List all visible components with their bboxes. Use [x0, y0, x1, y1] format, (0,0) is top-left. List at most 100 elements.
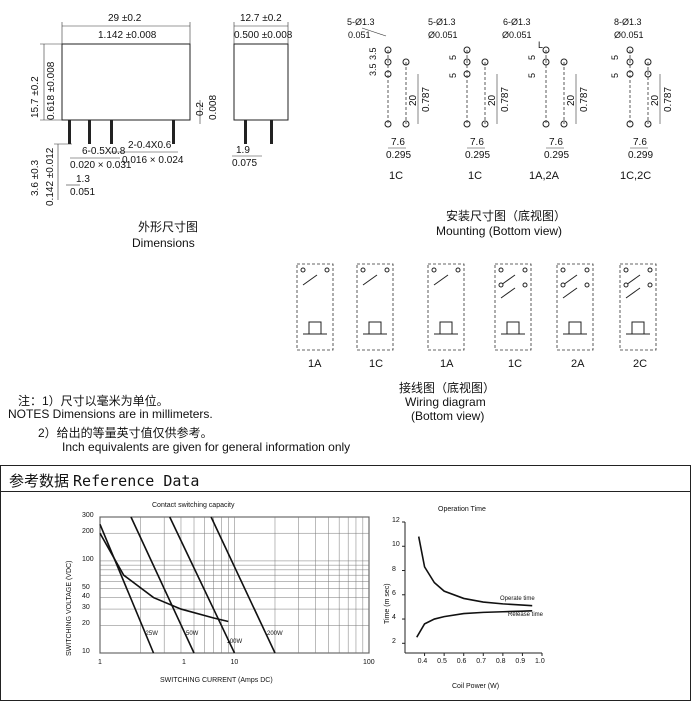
chart1-xtick: 100: [363, 659, 375, 666]
wiring-label-1: 1A: [308, 358, 322, 370]
wiring-label-5: 2A: [571, 358, 585, 370]
mounting-drawing: [361, 27, 661, 149]
note-2-en: Inch equivalents are given for general i…: [62, 440, 351, 454]
mount-4-hole-in: Ø0.051: [614, 30, 644, 40]
wiring-title-cn: 接线图（底视图）: [399, 381, 496, 395]
contact-terminal: [647, 267, 653, 273]
contact-arm: [433, 274, 449, 286]
chart1-ytick: 100: [82, 555, 94, 563]
contact-terminal: [584, 282, 590, 288]
contact-terminal: [560, 267, 566, 273]
dimension-drawing: [40, 22, 289, 200]
coil-symbol: [439, 321, 453, 335]
chart1-ytick: 50: [82, 583, 90, 591]
reference-title-cn: 参考数据: [9, 474, 70, 490]
contact-terminal: [300, 267, 306, 273]
wiring-label-4: 1C: [508, 358, 523, 370]
wiring-outline: [556, 263, 594, 351]
reference-divider: [1, 491, 690, 492]
chart1-grid: [99, 516, 370, 654]
mount-1-holes: 5-Ø1.3: [347, 17, 375, 27]
chart1-series-line: [99, 532, 229, 623]
chart1-series: [99, 516, 276, 654]
chart2-grid: [402, 521, 543, 656]
mount-2-label: 1C: [468, 170, 483, 182]
mounting-title-en: Mounting (Bottom view): [436, 224, 563, 238]
side-pitch-in: 0.075: [232, 158, 258, 169]
contact-arm: [562, 274, 578, 286]
chart1-ytick: 300: [82, 512, 94, 519]
mounting-title-cn: 安装尺寸图（底视图）: [446, 209, 567, 223]
side-width-in: 0.500 ±0.008: [234, 30, 293, 41]
contact-terminal: [522, 282, 528, 288]
contact-terminal: [560, 282, 566, 288]
mount-2-hole-in: Ø0.051: [428, 30, 458, 40]
chart1-series-label: 50W: [186, 631, 199, 637]
mount-4-h-in: 0.299: [628, 150, 654, 161]
contact-terminal: [360, 267, 366, 273]
dimensions-title-cn: 外形尺寸图: [138, 220, 199, 234]
contact-terminal: [498, 282, 504, 288]
chart2-xlabel: Coil Power (W): [452, 683, 500, 690]
chart2-xtick: 0.9: [515, 658, 526, 665]
contact-terminal: [431, 267, 437, 273]
wiring-title-en: Wiring diagram: [405, 395, 486, 409]
contact-arm: [625, 287, 641, 299]
wiring-label-2: 1C: [369, 358, 384, 370]
chart1-ytick: 10: [82, 648, 90, 655]
chart1-xlabel: SWITCHING CURRENT (Amps DC): [160, 677, 273, 684]
coil-symbol: [568, 321, 582, 335]
contact-arm: [362, 274, 378, 286]
contact-terminal: [455, 267, 461, 273]
mount-2-h-mm: 7.6: [470, 137, 484, 148]
chart1-series-label: 25W: [145, 631, 158, 637]
contact-terminal: [647, 282, 653, 288]
chart2-ylabel: Time (m sec): [384, 583, 391, 624]
chart1-series-line: [169, 516, 236, 654]
wiring-outline: [619, 263, 657, 351]
mount-3-h-in: 0.295: [544, 150, 570, 161]
chart1-ylabel: SWITCHING VOLTAGE (VDC): [66, 560, 73, 656]
pitch-in: 0.051: [70, 187, 96, 198]
chart1-xtick: 10: [230, 659, 239, 666]
chart2-series-label: Operate time: [500, 596, 535, 602]
wiring-outline: [356, 263, 394, 351]
contact-terminal: [324, 267, 330, 273]
chart2-series-line: [417, 536, 533, 607]
mount-1-h-in: 0.295: [386, 150, 412, 161]
mount-4-label: 1C,2C: [620, 170, 652, 182]
chart2-ytick: 2: [392, 638, 396, 646]
chart1-series-line: [210, 516, 276, 654]
contact-terminal: [522, 267, 528, 273]
mount-4-holes: 8-Ø1.3: [614, 17, 642, 27]
chart2-ytick: 8: [392, 565, 396, 573]
coil-symbol: [506, 321, 520, 335]
chart2-xtick: 0.8: [495, 658, 506, 665]
coil-symbol: [368, 321, 382, 335]
pin-a-mm: 6-0.5X0.8: [82, 146, 126, 157]
chart1-ytick: 30: [82, 604, 90, 612]
chart1-xtick: 1: [182, 659, 186, 666]
mount-3-hole-in: Ø0.051: [502, 30, 532, 40]
contact-arm: [500, 274, 516, 286]
chart2-ytick: 10: [392, 541, 400, 549]
chart1-ytick: 40: [82, 592, 90, 600]
chart2-ytick: 4: [392, 614, 396, 622]
top-width-in: 1.142 ±0.008: [98, 30, 157, 41]
chart1-series-label: 100W: [226, 639, 243, 645]
wiring-outline: [427, 263, 465, 351]
contact-terminal: [623, 282, 629, 288]
wiring-outline: [296, 263, 334, 351]
mount-3-extra-label: L: [538, 40, 544, 50]
chart1-series-label: 200W: [266, 631, 283, 637]
contact-arm: [500, 287, 516, 299]
contact-terminal: [623, 267, 629, 273]
mount-2-holes: 5-Ø1.3: [428, 17, 456, 27]
dimensions-title-en: Dimensions: [132, 236, 195, 250]
chart1-ytick: 20: [82, 620, 90, 628]
chart2-title: Operation Time: [438, 506, 486, 513]
chart1-series-line: [130, 516, 195, 654]
chart2-xtick: 0.5: [437, 658, 447, 665]
